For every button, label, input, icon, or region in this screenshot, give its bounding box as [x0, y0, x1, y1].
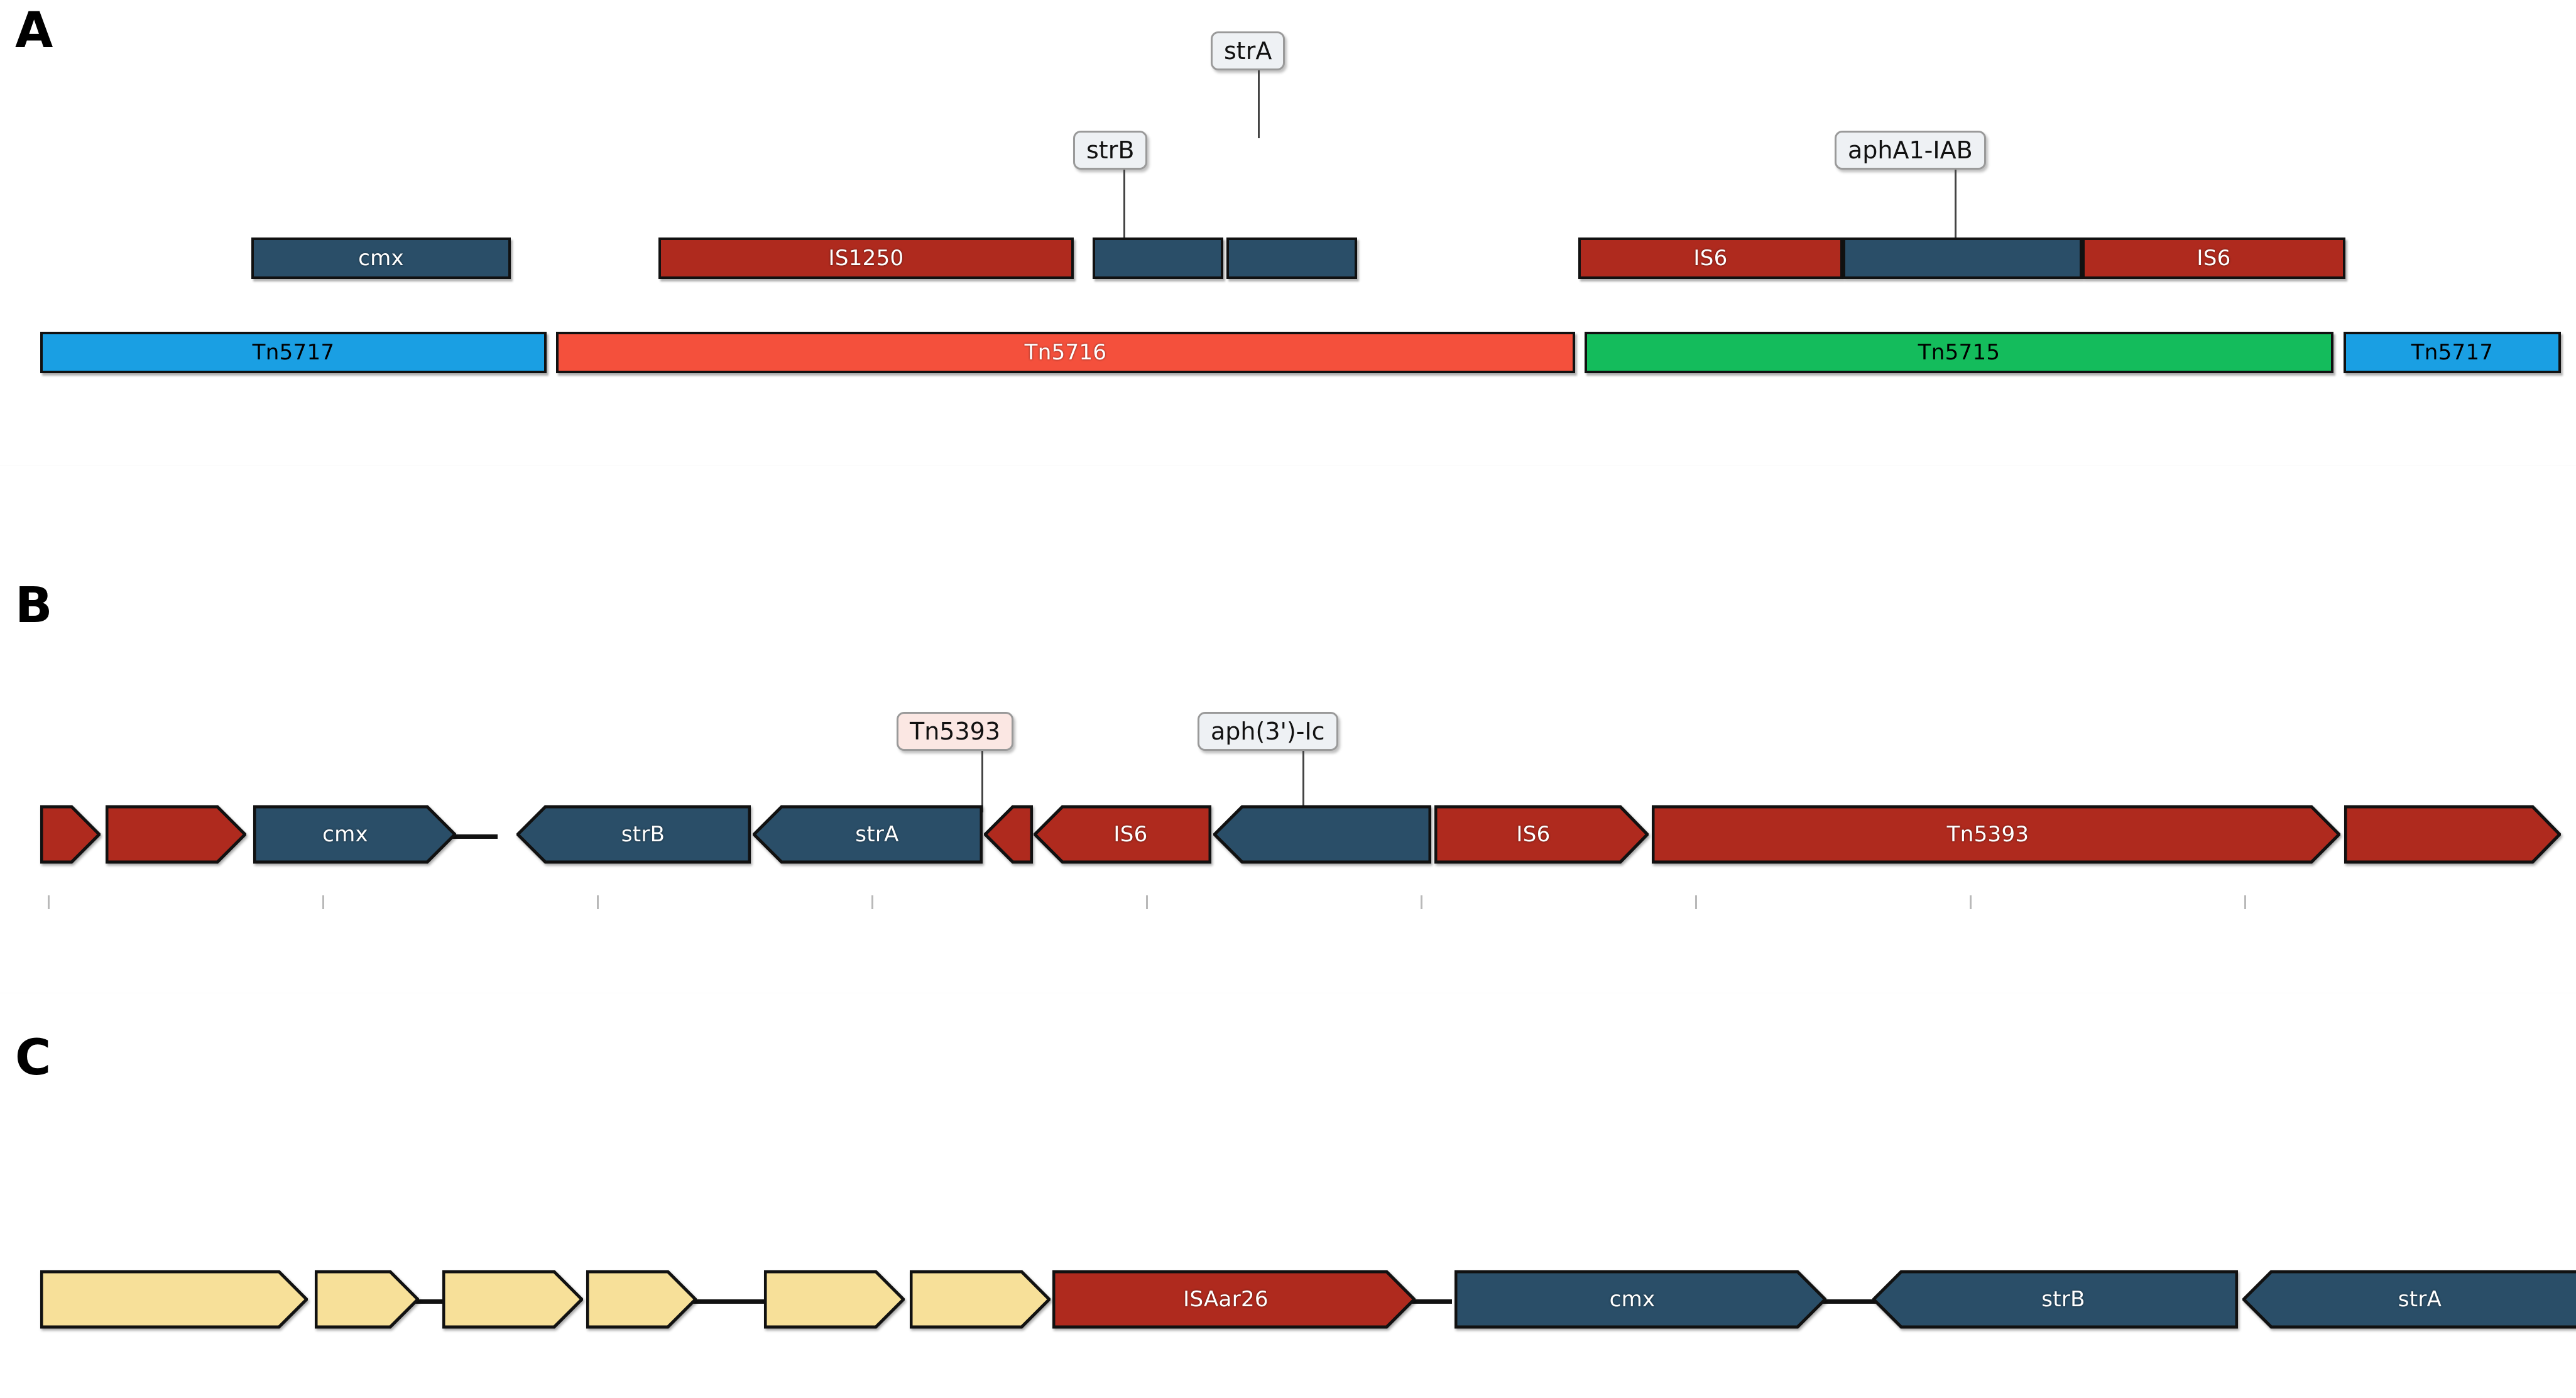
feature-is6-right[interactable]: IS6	[2082, 238, 2345, 279]
panel-a-transposon-track: Tn5717 Tn5716 Tn5715 Tn5717	[0, 332, 2576, 376]
feature-b-tn5393-left-end[interactable]	[984, 804, 1033, 865]
feature-c-hypothetical-1[interactable]	[40, 1269, 308, 1330]
arrow-shape-forward-icon	[1434, 805, 1649, 864]
arrow-shape-forward-icon	[253, 805, 456, 864]
callout-line-strb	[1123, 170, 1125, 238]
panel-b-letter: B	[15, 577, 53, 634]
tick-mark	[597, 895, 599, 909]
panel-a-gene-track: cmx IS1250 IS6 IS6	[0, 238, 2576, 281]
tick-mark	[871, 895, 873, 909]
callout-stra: strA	[1211, 31, 1285, 70]
connector-b-1	[447, 834, 498, 839]
panel-b-gene-track: cmx strB strA IS6	[0, 804, 2576, 867]
tick-mark	[1970, 895, 1972, 909]
arrow-shape-forward-icon	[1052, 1270, 1416, 1329]
arrow-shape-forward-icon	[442, 1270, 583, 1329]
panel-c-gene-track: ISAar26 cmx strB strA	[0, 1269, 2576, 1332]
transposon-label: Tn5715	[1918, 340, 2000, 365]
feature-b-tn5393[interactable]: Tn5393	[1652, 804, 2340, 865]
callout-line-tn5393	[981, 751, 983, 812]
arrow-shape-forward-icon	[586, 1270, 697, 1329]
arrow-shape-reverse-icon	[516, 805, 751, 864]
callout-apha1-iab: aphA1-IAB	[1835, 131, 1986, 170]
feature-c-cmx[interactable]: cmx	[1454, 1269, 1826, 1330]
callout-tn5393: Tn5393	[897, 712, 1014, 751]
transposon-tn5715[interactable]: Tn5715	[1585, 332, 2333, 373]
callout-strb: strB	[1073, 131, 1148, 170]
feature-label: IS1250	[828, 246, 904, 271]
feature-c-hypothetical-3[interactable]	[442, 1269, 583, 1330]
transposon-tn5717-left[interactable]: Tn5717	[40, 332, 547, 373]
feature-b-fragment-left-2[interactable]	[106, 804, 246, 865]
panel-c-letter: C	[15, 1030, 52, 1086]
panel-b-tick-track	[0, 895, 2576, 914]
panel-b: B Tn5393 aph(3')-Ic cmx	[0, 553, 2576, 1005]
feature-cmx[interactable]: cmx	[251, 238, 511, 279]
feature-c-hypothetical-6[interactable]	[910, 1269, 1051, 1330]
connector-c-1	[415, 1299, 446, 1304]
transposon-label: Tn5717	[2411, 340, 2494, 365]
feature-is1250[interactable]: IS1250	[658, 238, 1074, 279]
arrow-shape-reverse-icon	[1034, 805, 1211, 864]
callout-line-aph3-ic	[1302, 751, 1304, 812]
feature-b-fragment-left-1[interactable]	[40, 804, 101, 865]
callout-line-stra	[1258, 70, 1260, 138]
feature-is6-left[interactable]: IS6	[1578, 238, 1843, 279]
transposon-tn5716[interactable]: Tn5716	[556, 332, 1575, 373]
feature-c-isaar26[interactable]: ISAar26	[1052, 1269, 1416, 1330]
feature-strb[interactable]	[1093, 238, 1223, 279]
arrow-shape-reverse-icon	[1872, 1270, 2238, 1329]
tick-mark	[1146, 895, 1148, 909]
arrow-shape-reverse-icon	[984, 805, 1033, 864]
feature-label: IS6	[1693, 246, 1728, 271]
feature-stra[interactable]	[1226, 238, 1357, 279]
feature-label: cmx	[358, 246, 404, 271]
tick-mark	[322, 895, 324, 909]
arrow-shape-forward-icon	[1652, 805, 2340, 864]
arrow-shape-reverse-icon	[2242, 1270, 2576, 1329]
arrow-shape-reverse-icon	[1213, 805, 1431, 864]
feature-apha1-iab[interactable]	[1843, 238, 2082, 279]
arrow-shape-reverse-icon	[753, 805, 983, 864]
feature-c-hypothetical-4[interactable]	[586, 1269, 697, 1330]
arrow-shape-forward-icon	[315, 1270, 419, 1329]
callout-line-apha1-iab	[1955, 170, 1957, 238]
feature-c-stra[interactable]: strA	[2242, 1269, 2576, 1330]
arrow-shape-forward-icon	[2344, 805, 2561, 864]
feature-b-cmx[interactable]: cmx	[253, 804, 456, 865]
panel-a-divider	[0, 465, 2576, 466]
connector-c-4	[1816, 1299, 1885, 1304]
feature-label: IS6	[2197, 246, 2231, 271]
feature-b-is6-left[interactable]: IS6	[1034, 804, 1211, 865]
arrow-shape-forward-icon	[40, 1270, 308, 1329]
arrow-shape-forward-icon	[1454, 1270, 1826, 1329]
tick-mark	[1695, 895, 1697, 909]
panel-a: A strA strB aphA1-IAB cmx IS1250 IS6 IS6…	[0, 0, 2576, 478]
connector-c-3	[1392, 1299, 1452, 1304]
feature-b-strb[interactable]: strB	[516, 804, 751, 865]
transposon-label: Tn5717	[252, 340, 335, 365]
feature-b-aph3-ic[interactable]	[1213, 804, 1431, 865]
transposon-label: Tn5716	[1024, 340, 1107, 365]
connector-c-2	[663, 1299, 767, 1304]
callout-aph3-ic: aph(3')-Ic	[1198, 712, 1338, 751]
feature-b-is6-right[interactable]: IS6	[1434, 804, 1649, 865]
panel-a-letter: A	[15, 3, 53, 59]
arrow-shape-forward-icon	[40, 805, 101, 864]
feature-b-fragment-right[interactable]	[2344, 804, 2561, 865]
tick-mark	[48, 895, 50, 909]
feature-b-stra[interactable]: strA	[753, 804, 983, 865]
arrow-shape-forward-icon	[910, 1270, 1051, 1329]
arrow-shape-forward-icon	[106, 805, 246, 864]
tick-mark	[1421, 895, 1422, 909]
feature-c-hypothetical-5[interactable]	[764, 1269, 905, 1330]
arrow-shape-forward-icon	[764, 1270, 905, 1329]
panel-c: C	[0, 1021, 2576, 1398]
feature-c-strb[interactable]: strB	[1872, 1269, 2238, 1330]
feature-c-hypothetical-2[interactable]	[315, 1269, 419, 1330]
tick-mark	[2244, 895, 2246, 909]
transposon-tn5717-right[interactable]: Tn5717	[2344, 332, 2561, 373]
